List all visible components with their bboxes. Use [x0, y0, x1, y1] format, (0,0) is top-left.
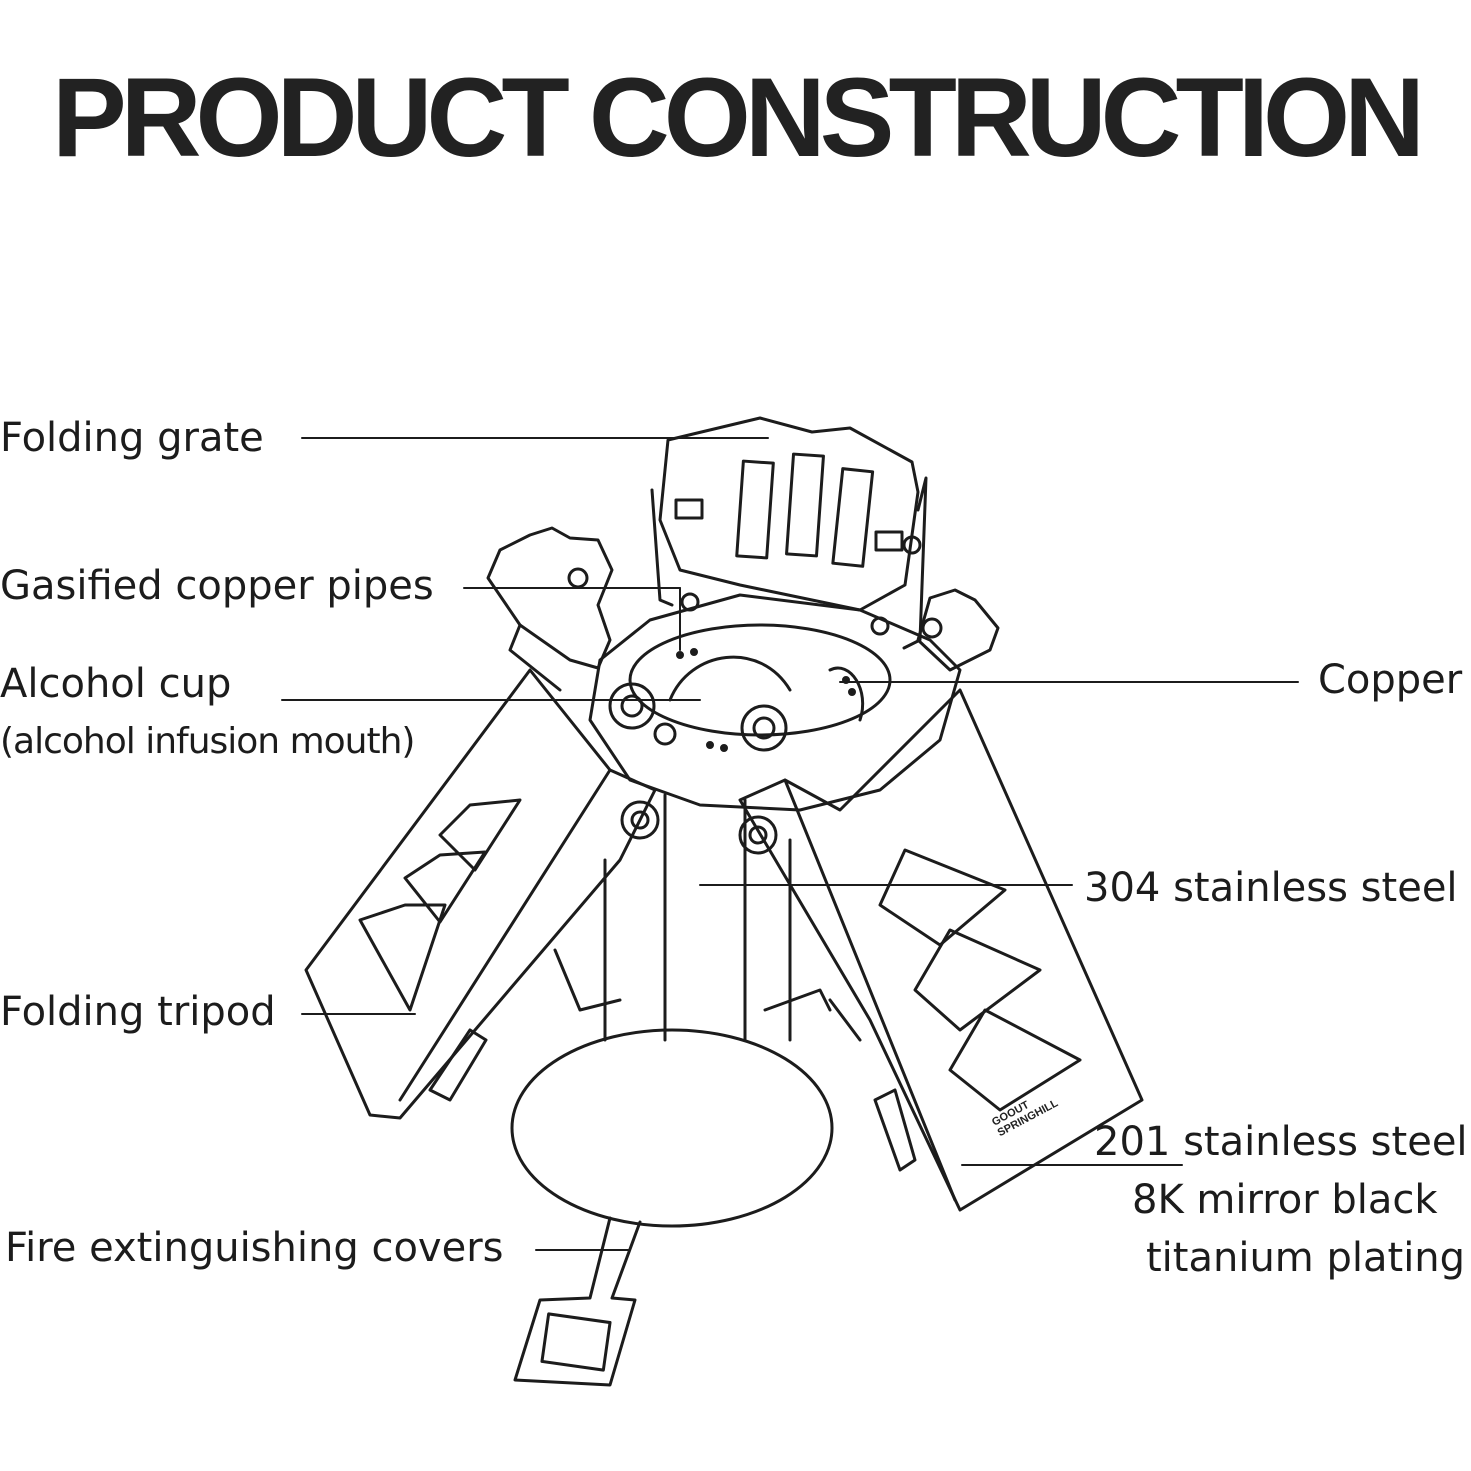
- page-title: PRODUCT CONSTRUCTION: [51, 55, 1425, 180]
- central-column-drawing: [553, 793, 862, 1042]
- leader-lines: [281, 437, 1299, 1251]
- label-titanium-plating: titanium plating: [1146, 1235, 1466, 1281]
- right-tripod-leg-drawing: [738, 688, 1144, 1212]
- label-gasified-copper-pipes: Gasified copper pipes: [0, 563, 434, 609]
- burner-head-drawing: [588, 592, 962, 812]
- fire-cover-drawing: [510, 1028, 834, 1387]
- folding-grate-drawing: [650, 416, 928, 650]
- label-alcohol-cup-sub: (alcohol infusion mouth): [0, 721, 415, 762]
- label-copper: Copper: [1318, 657, 1463, 703]
- label-folding-grate: Folding grate: [0, 415, 264, 461]
- label-alcohol-cup: Alcohol cup: [0, 661, 232, 707]
- label-folding-tripod: Folding tripod: [0, 989, 276, 1035]
- hinge-drawing: [608, 682, 788, 855]
- label-fire-extinguishing-covers: Fire extinguishing covers: [5, 1225, 504, 1271]
- left-support-arm-drawing: [486, 526, 614, 692]
- label-201-stainless-steel: 201 stainless steel: [1094, 1119, 1468, 1165]
- right-support-arm-drawing: [916, 588, 1000, 672]
- label-304-stainless-steel: 304 stainless steel: [1084, 865, 1458, 911]
- left-tripod-leg-drawing: [304, 668, 657, 1120]
- label-8k-mirror-black: 8K mirror black: [1132, 1177, 1438, 1223]
